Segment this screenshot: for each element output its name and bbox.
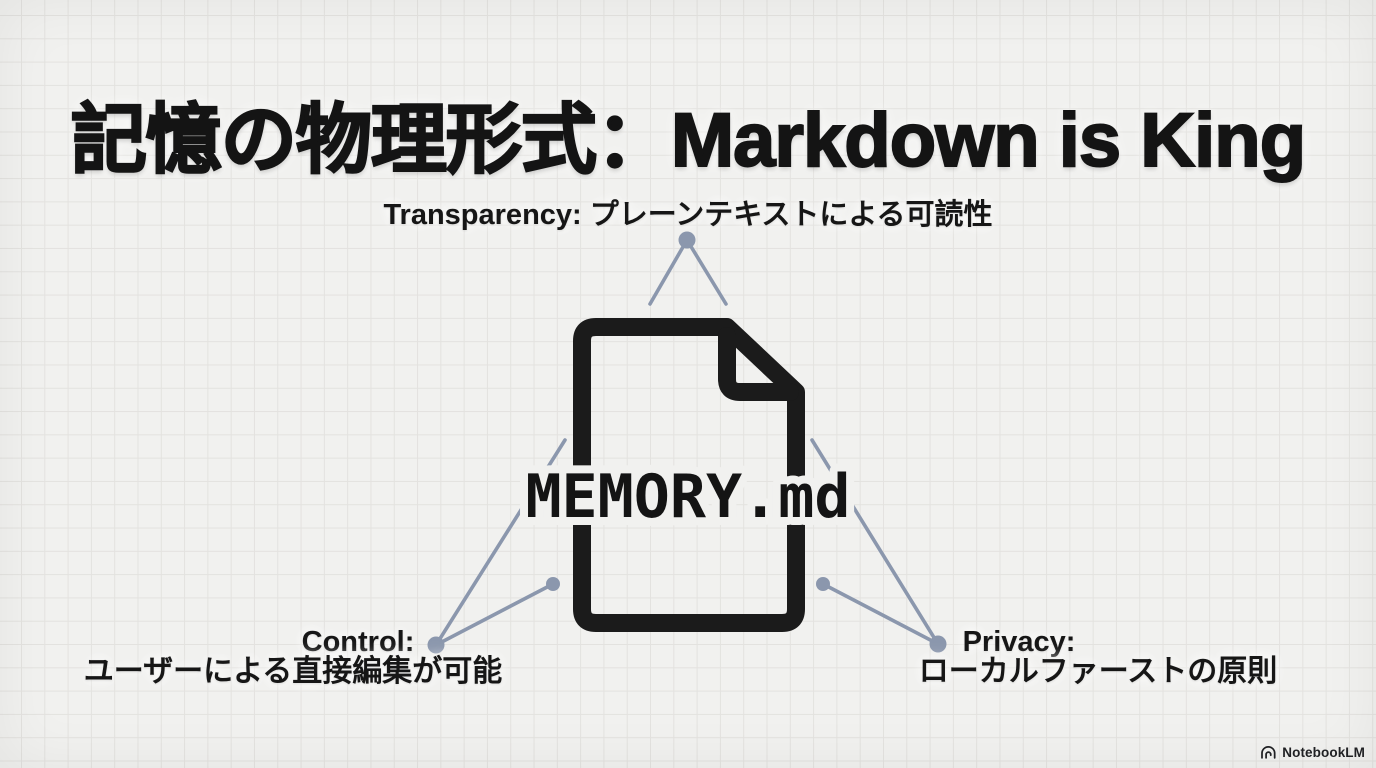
transparency-label: Transparency: プレーンテキストによる可読性	[383, 199, 993, 231]
memory-file-label: MEMORY.md	[525, 462, 850, 532]
privacy-label-description: ローカルファーストの原則	[918, 655, 1278, 688]
connector-line	[434, 582, 555, 647]
connector-dot	[427, 636, 445, 654]
connector-dot	[816, 577, 830, 591]
memory-file-icon	[573, 318, 805, 632]
connector-dot	[678, 231, 696, 249]
notebooklm-watermark-text: NotebookLM	[1282, 745, 1365, 760]
file-outline-path	[573, 318, 805, 632]
connector-line	[685, 238, 728, 306]
notebooklm-logo-icon	[1260, 745, 1277, 760]
connector-control	[427, 438, 567, 654]
privacy-label-title: Privacy:	[962, 626, 1076, 658]
control-label-title: Control:	[301, 626, 415, 658]
connector-dot	[546, 577, 560, 591]
connector-line	[810, 438, 940, 646]
notebooklm-watermark: NotebookLM	[1260, 745, 1365, 760]
file-fold-path	[718, 327, 799, 401]
connector-dot	[929, 635, 947, 653]
connector-line	[821, 582, 940, 646]
connector-line	[434, 438, 567, 647]
connector-privacy	[810, 438, 947, 653]
control-label-description: ユーザーによる直接編集が可能	[83, 655, 503, 688]
connector-transparency	[648, 231, 728, 306]
connector-line	[648, 238, 689, 306]
slide-title: 記憶の物理形式：Markdown is King	[70, 97, 1307, 183]
